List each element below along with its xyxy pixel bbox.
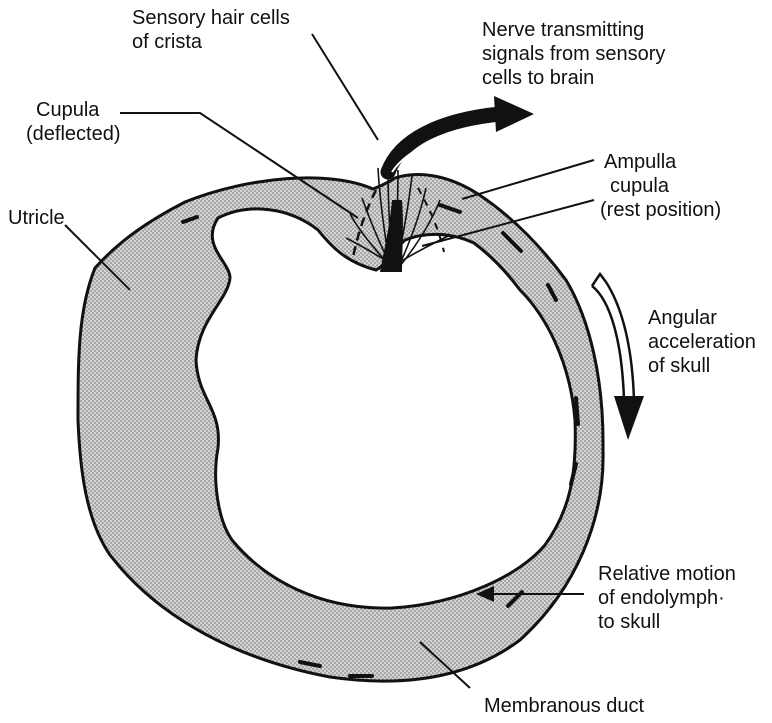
label-utricle: Utricle — [8, 207, 65, 229]
canal-ring-wall — [78, 175, 603, 682]
label-nerve: Nerve transmitting signals from sensory … — [482, 19, 671, 89]
label-relative-motion: Relative motion of endolymph· to skull — [598, 563, 741, 633]
membranous-canal — [78, 168, 603, 681]
label-cupula-deflected: Cupula (deflected) — [26, 99, 121, 145]
angular-arrowhead — [614, 396, 644, 440]
leader-sensory-hair-cells — [312, 34, 378, 140]
label-ampulla: Ampulla cupula (rest position) — [600, 151, 721, 221]
label-membranous-duct: Membranous duct — [484, 695, 645, 717]
leader-ampulla — [462, 160, 594, 199]
nerve-arrow — [388, 96, 534, 172]
label-sensory-hair-cells: Sensory hair cells of crista — [132, 7, 295, 53]
nerve-arrowhead — [494, 96, 534, 132]
label-angular-acceleration: Angular acceleration of skull — [648, 307, 761, 377]
